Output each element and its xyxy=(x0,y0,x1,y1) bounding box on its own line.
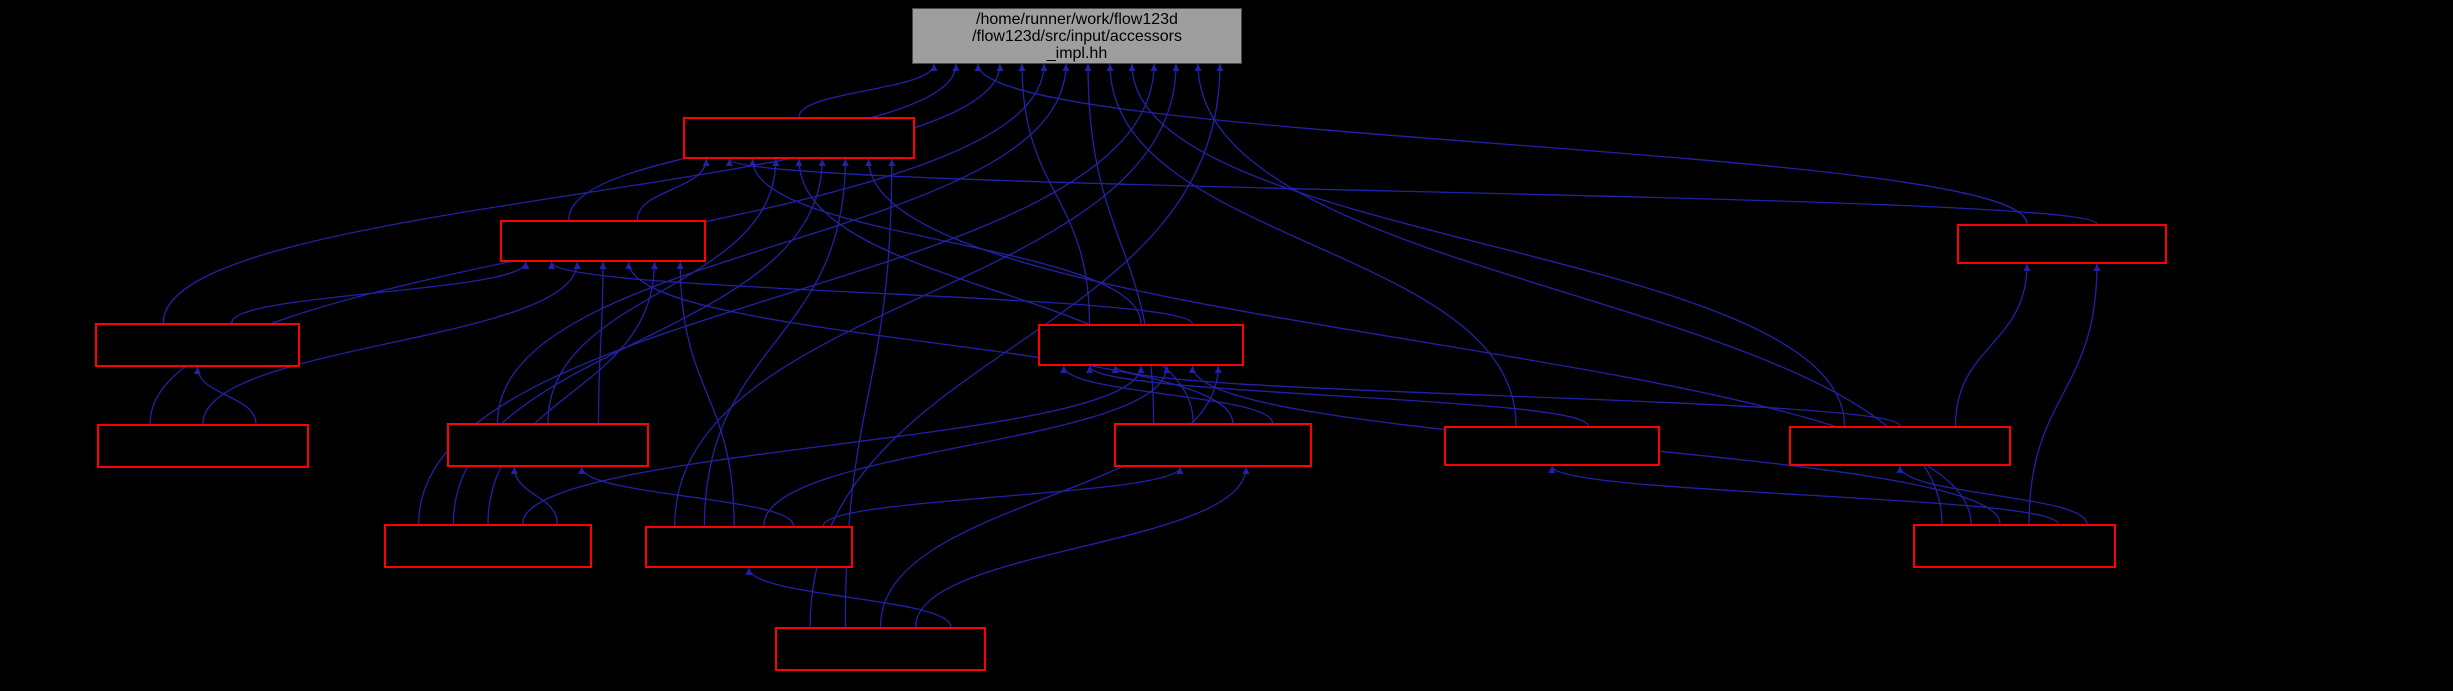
graph-edge xyxy=(915,466,1250,628)
root-node-line: /flow123d/src/input/accessors xyxy=(972,27,1182,45)
graph-node-n13[interactable] xyxy=(1913,524,2116,568)
graph-edge xyxy=(578,466,795,527)
graph-edge xyxy=(879,365,1222,628)
graph-edge xyxy=(798,63,938,118)
graph-edge xyxy=(1954,263,2031,427)
graph-edge xyxy=(749,158,1142,325)
graph-node-n1[interactable] xyxy=(683,117,915,159)
graph-edge xyxy=(2028,263,2101,525)
graph-edge xyxy=(726,158,2098,225)
graph-edge xyxy=(510,466,558,525)
graph-node-n5[interactable] xyxy=(1038,324,1244,366)
graph-node-n3[interactable] xyxy=(1957,224,2167,264)
graph-node-n11[interactable] xyxy=(384,524,592,568)
graph-edge xyxy=(548,261,1194,325)
graph-node-n10[interactable] xyxy=(1789,426,2011,466)
root-node-line: /home/runner/work/flow123d xyxy=(976,10,1178,28)
graph-edge xyxy=(547,158,780,424)
graph-edge xyxy=(496,63,1070,424)
graph-edge xyxy=(1086,365,1589,427)
graph-edge xyxy=(703,158,849,527)
graph-edge xyxy=(865,158,1972,525)
graph-edge xyxy=(487,261,658,525)
graph-node-n7[interactable] xyxy=(447,423,649,467)
graph-node-n14[interactable] xyxy=(775,627,986,671)
graph-edge xyxy=(1111,365,1901,427)
graph-node-n9[interactable] xyxy=(1444,426,1660,466)
graph-node-n8[interactable] xyxy=(1114,423,1312,467)
graph-node-n2[interactable] xyxy=(500,220,706,262)
graph-edge xyxy=(1548,465,2059,525)
root-node: /home/runner/work/flow123d /flow123d/src… xyxy=(912,8,1242,64)
graph-edge xyxy=(676,261,735,527)
graph-edge xyxy=(597,261,607,424)
graph-edge xyxy=(202,261,581,425)
graph-edge xyxy=(822,466,1184,527)
graph-edge xyxy=(745,567,952,628)
graph-edge xyxy=(974,63,2028,225)
graph-edge xyxy=(1060,365,1274,424)
graph-edge xyxy=(795,158,1194,424)
graph-edge xyxy=(636,158,710,221)
graph-node-n4[interactable] xyxy=(95,323,300,367)
graph-edge xyxy=(1128,63,1846,427)
graph-edge xyxy=(1896,465,2088,525)
root-node-line: _impl.hh xyxy=(1046,44,1108,62)
graph-edge xyxy=(625,261,1234,424)
graph-edge xyxy=(194,366,257,425)
graph-edge xyxy=(763,365,1171,527)
graph-edge xyxy=(522,365,1145,525)
graph-edge xyxy=(1106,63,1517,427)
graph-node-n12[interactable] xyxy=(645,526,853,568)
graph-edge xyxy=(231,261,530,324)
graph-edge xyxy=(809,63,1224,628)
graph-node-n6[interactable] xyxy=(97,424,309,468)
graph-edge xyxy=(162,63,1004,324)
